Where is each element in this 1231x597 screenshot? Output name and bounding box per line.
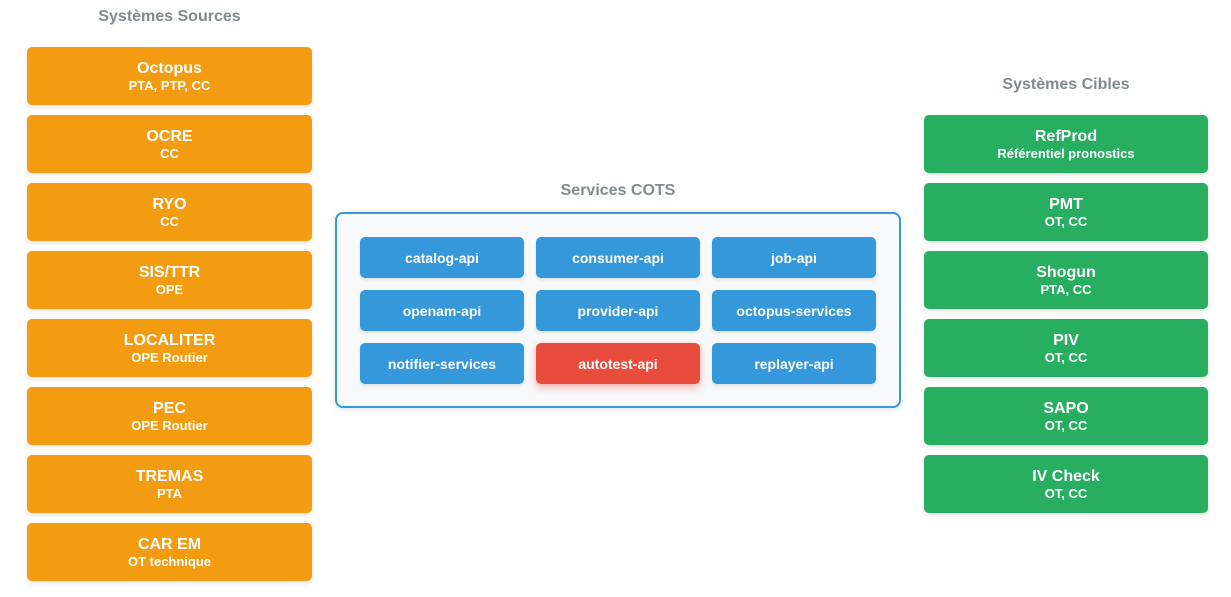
source-sub: PTA [156, 485, 183, 501]
source-sub: PTA, PTP, CC [128, 77, 211, 93]
target-box-pmt: PMT OT, CC [924, 183, 1208, 241]
source-name: LOCALITER [123, 331, 216, 349]
source-name: TREMAS [135, 467, 204, 485]
service-openam-api: openam-api [360, 290, 524, 331]
service-provider-api: provider-api [536, 290, 700, 331]
source-box-car-em: CAR EM OT technique [27, 523, 312, 581]
service-catalog-api: catalog-api [360, 237, 524, 278]
source-name: RYO [152, 195, 187, 213]
target-box-sapo: SAPO OT, CC [924, 387, 1208, 445]
source-sub: OPE Routier [131, 417, 208, 433]
source-sub: OT technique [127, 553, 212, 569]
targets-title: Systèmes Cibles [1002, 76, 1130, 93]
source-box-sis-ttr: SIS/TTR OPE [27, 251, 312, 309]
source-box-ryo: RYO CC [27, 183, 312, 241]
service-notifier-services: notifier-services [360, 343, 524, 384]
target-box-shogun: Shogun PTA, CC [924, 251, 1208, 309]
target-box-refprod: RefProd Référentiel pronostics [924, 115, 1208, 173]
service-autotest-api: autotest-api [536, 343, 700, 384]
source-box-octopus: Octopus PTA, PTP, CC [27, 47, 312, 105]
source-box-ocre: OCRE CC [27, 115, 312, 173]
sources-title: Systèmes Sources [98, 8, 241, 25]
target-name: PMT [1049, 195, 1083, 213]
target-sub: OT, CC [1044, 485, 1088, 501]
target-name: PIV [1053, 331, 1079, 349]
cots-grid: catalog-api consumer-api job-api openam-… [360, 237, 876, 384]
service-replayer-api: replayer-api [712, 343, 876, 384]
target-sub: OT, CC [1044, 349, 1088, 365]
targets-column: RefProd Référentiel pronostics PMT OT, C… [924, 115, 1208, 513]
source-name: Octopus [137, 59, 202, 77]
target-sub: Référentiel pronostics [997, 145, 1135, 161]
source-box-tremas: TREMAS PTA [27, 455, 312, 513]
target-name: RefProd [1034, 127, 1098, 145]
target-box-iv-check: IV Check OT, CC [924, 455, 1208, 513]
cots-container: catalog-api consumer-api job-api openam-… [335, 212, 901, 408]
service-job-api: job-api [712, 237, 876, 278]
source-name: SIS/TTR [138, 263, 201, 281]
source-name: PEC [153, 399, 186, 417]
target-sub: OT, CC [1044, 213, 1088, 229]
source-name: CAR EM [137, 535, 202, 553]
cots-title: Services COTS [560, 182, 676, 199]
target-box-piv: PIV OT, CC [924, 319, 1208, 377]
source-name: OCRE [146, 127, 193, 145]
source-box-localiter: LOCALITER OPE Routier [27, 319, 312, 377]
source-box-pec: PEC OPE Routier [27, 387, 312, 445]
service-consumer-api: consumer-api [536, 237, 700, 278]
service-octopus-services: octopus-services [712, 290, 876, 331]
sources-column: Octopus PTA, PTP, CC OCRE CC RYO CC SIS/… [27, 47, 312, 581]
target-name: IV Check [1032, 467, 1100, 485]
source-sub: OPE [155, 281, 184, 297]
target-sub: PTA, CC [1040, 281, 1092, 297]
source-sub: OPE Routier [131, 349, 208, 365]
target-sub: OT, CC [1044, 417, 1088, 433]
source-sub: CC [160, 213, 179, 229]
target-name: Shogun [1036, 263, 1096, 281]
source-sub: CC [160, 145, 179, 161]
target-name: SAPO [1043, 399, 1089, 417]
